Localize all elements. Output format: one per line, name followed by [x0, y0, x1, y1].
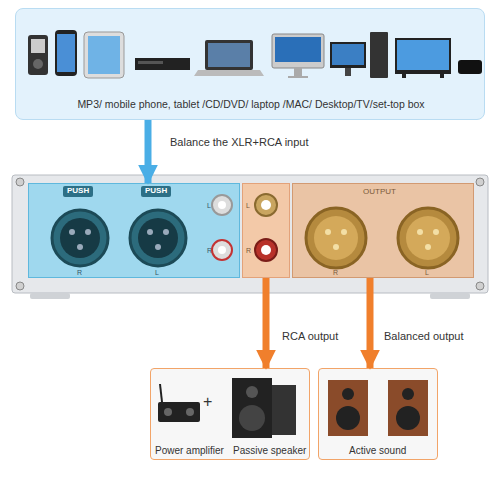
node-text: R	[333, 269, 338, 277]
balanced-output-region: OUTPUT R L	[292, 183, 474, 278]
source-panel: MP3/ mobile phone, tablet /CD/DVD/ lapto…	[15, 8, 485, 120]
node-text: R	[77, 269, 82, 277]
device-foot	[30, 293, 70, 299]
node-text: Power amplifier	[155, 445, 224, 456]
active-output-box: Active sound	[318, 368, 438, 460]
node-text: L	[425, 269, 429, 277]
node-text: +	[203, 393, 212, 411]
passive-output-box: + Power amplifier Passive speaker	[150, 368, 310, 460]
flow-arrow	[263, 278, 270, 368]
node-text: L	[155, 269, 159, 277]
node-text: R	[246, 247, 251, 255]
device-body	[12, 175, 488, 293]
edge-label: Balanced output	[384, 330, 464, 342]
screw	[16, 178, 24, 186]
input-region: PUSH PUSH L R R L	[28, 183, 240, 278]
node-text: L	[207, 202, 211, 210]
node-text: PUSH	[63, 186, 93, 197]
edge-label: Balance the XLR+RCA input	[170, 136, 309, 148]
rca-output-region: LR	[242, 183, 290, 278]
node-text: MP3/ mobile phone, tablet /CD/DVD/ lapto…	[16, 99, 486, 111]
node-text: PUSH	[141, 186, 171, 197]
screw	[476, 282, 484, 290]
node-text: L	[246, 202, 250, 210]
node-text: Active sound	[349, 445, 406, 456]
node-text: OUTPUT	[363, 188, 396, 197]
device-foot	[430, 293, 470, 299]
edge-label: RCA output	[282, 330, 338, 342]
screw	[16, 282, 24, 290]
flow-arrow	[367, 278, 374, 368]
node-text: Passive speaker	[233, 445, 306, 456]
screw	[476, 178, 484, 186]
node-text: R	[207, 247, 212, 255]
flow-arrow	[145, 120, 152, 183]
